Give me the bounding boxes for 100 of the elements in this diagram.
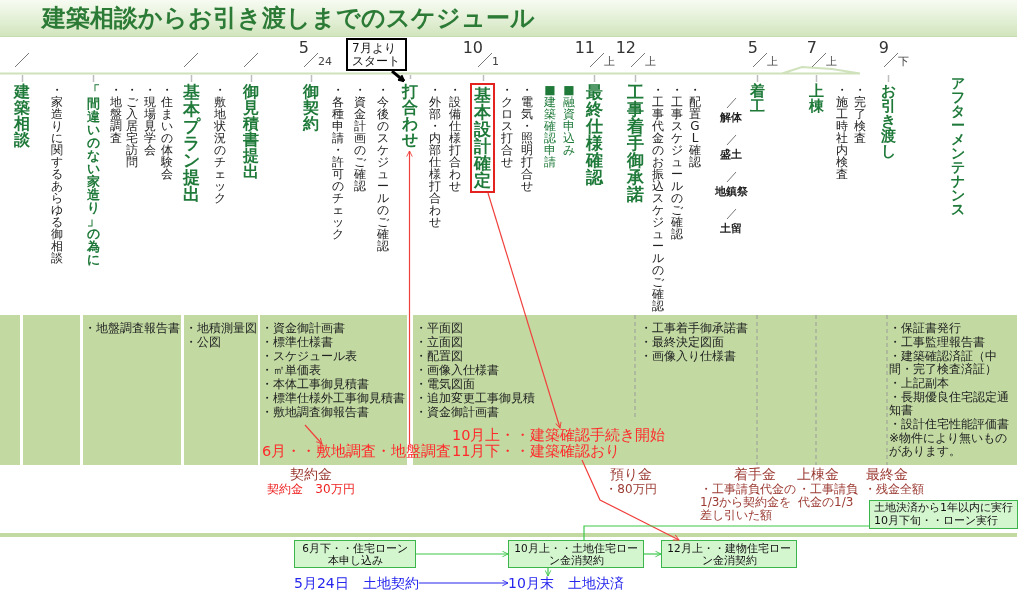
payment-heading: 着手金 [734, 467, 776, 481]
milestone-heading: 最終仕様確認 [585, 84, 603, 186]
document-item: ・資金御計画書 [415, 406, 500, 420]
milestone-heading: 御見積書提出 [243, 84, 259, 180]
task-item: ・家造りに関するあらゆる御相談 [51, 84, 63, 264]
milestone-heading: 打合わせ [402, 81, 418, 151]
milestone-heading: アフターメンテナンス [951, 76, 965, 216]
document-item: ・資金御計画書 [261, 322, 346, 336]
loan-step-text: 土地決済から1年以内に実行 [874, 502, 1013, 515]
loan-step-box [869, 500, 1018, 530]
document-item: ・平面図 [415, 322, 464, 336]
document-item: ・立面図 [415, 336, 464, 350]
schedule-note: 10月上・・建築確認手続き開始 [452, 428, 666, 444]
payment-note: ・工事請負代金の1/3から契約金を差し引いた額 [700, 483, 797, 523]
step-item: 解体 [720, 112, 742, 123]
schedule-note: 6月・・敷地調査・地盤調査 [262, 444, 452, 460]
callout-text: 7月よりスタート [352, 42, 401, 68]
month-number: 11 [574, 40, 595, 56]
date-suffix: 下 [898, 56, 909, 67]
document-panel [83, 315, 181, 465]
page-title: 建築相談からお引き渡しまでのスケジュール [42, 5, 535, 32]
document-item: ・公図 [185, 336, 222, 350]
schedule-note: 11月下・・建築確認おり [452, 444, 621, 460]
document-item: ・画像入り仕様書 [640, 350, 737, 364]
document-item: ・工事監理報告書 [889, 336, 986, 350]
task-item: ・工事スケジュールのご確認 [671, 84, 683, 240]
document-item: ・敷地調査御報告書 [261, 406, 370, 420]
task-item: ・設備仕様打合わせ [449, 84, 461, 192]
land-step-text: 5月24日 土地契約 [294, 576, 419, 590]
arrow [406, 150, 413, 445]
document-item: ・地積測量図 [185, 322, 258, 336]
payment-heading: 上棟金 [797, 467, 839, 481]
document-item: ・追加変更工事御見積 [415, 392, 536, 406]
task-item: ・完了検査 [854, 84, 866, 144]
milestone-heading: 建築相談 [14, 84, 30, 148]
milestone-heading: 「間違いのない家造り」の為に [86, 84, 100, 266]
arrow [415, 550, 509, 558]
payment-note: 契約金 30万円 [267, 483, 355, 495]
document-panel [184, 315, 258, 465]
document-item: ・設計住宅性能評価書 [889, 418, 1010, 432]
land-step-text: 10月末 土地決済 [508, 576, 624, 590]
document-item: ・建築確認済証（中間・完了検査済証） [889, 350, 998, 377]
connector-line [583, 525, 870, 541]
milestone-heading: 工事着手御承諾 [626, 84, 644, 203]
month-number: 5 [747, 40, 758, 56]
step-item: 盛土 [720, 149, 742, 160]
milestone-heading: お引き渡し [880, 84, 896, 159]
arrow [643, 550, 662, 558]
document-panel [260, 315, 407, 465]
task-item: ・電気・照明打合せ [521, 84, 533, 192]
arrow [418, 579, 509, 587]
payment-note: ・80万円 [605, 483, 657, 495]
task-item: ・敷地状況のチェック [214, 84, 226, 204]
date-suffix: 上 [604, 56, 615, 67]
loan-step-text: 10月下旬・・ローン実行 [874, 514, 999, 528]
loan-step-box [661, 540, 797, 569]
task-item: ・今後のスケジュールのご確認 [377, 84, 389, 252]
step-item: 土留 [720, 223, 742, 234]
loan-step-text: 12月上・・建物住宅ローン金消契約 [666, 542, 792, 567]
milestone-heading: 上棟 [808, 84, 824, 114]
date-suffix: 24 [318, 56, 332, 67]
date-suffix: 上 [826, 56, 837, 67]
loan-step-box [508, 540, 644, 569]
month-number: 5 [298, 40, 309, 56]
date-suffix: 1 [492, 56, 499, 67]
month-number: 10 [462, 40, 483, 56]
task-item: ・地盤調査 [110, 84, 122, 144]
task-item: ・クロス打合せ [501, 84, 513, 168]
document-item: ・配置図 [415, 350, 464, 364]
document-panel [23, 315, 80, 465]
procedure-item: ■融資申込み [563, 84, 575, 156]
document-item: ・㎡単価表 [261, 364, 322, 378]
task-item: ・各種申請・許可のチェック [332, 84, 344, 240]
procedure-item: ■建築確認申請 [544, 84, 556, 168]
loan-step-text: 10月上・・土地住宅ローン金消契約 [513, 542, 639, 567]
step-item: 地鎮祭 [714, 186, 748, 197]
arrow [544, 567, 552, 577]
task-item: ・資金計画のご確認 [354, 84, 366, 192]
date-suffix: 上 [767, 56, 778, 67]
arrow [304, 424, 323, 445]
task-item: ・工事代金のお振込スケジュールのご確認 [652, 84, 664, 312]
document-item: ・本体工事御見積書 [261, 378, 370, 392]
document-item: ・最終決定図面 [640, 336, 725, 350]
task-item: ・外部・内部仕様打合わせ [429, 84, 441, 228]
month-number: 7 [806, 40, 817, 56]
month-number: 12 [615, 40, 636, 56]
task-item: ・現場見学会 [144, 84, 156, 156]
document-item: ・保証書発行 [889, 322, 962, 336]
document-item: ・標準仕様外工事御見積書 [261, 392, 406, 406]
loan-step-text: 6月下・・住宅ローン本申し込み [301, 542, 409, 567]
milestone-heading: 御契約 [303, 84, 319, 132]
date-suffix: 上 [645, 56, 656, 67]
document-item: ・スケジュール表 [261, 350, 358, 364]
milestone-heading: 着工 [749, 84, 765, 114]
task-item: ・施工時社内検査 [836, 84, 848, 180]
arrow [391, 70, 406, 83]
document-panel [0, 315, 20, 465]
milestone-heading: 基本プラン提出 [182, 84, 200, 203]
document-item: ・工事着手御承諾書 [640, 322, 749, 336]
payment-note: ・工事請負代金の1/3 [798, 483, 859, 510]
